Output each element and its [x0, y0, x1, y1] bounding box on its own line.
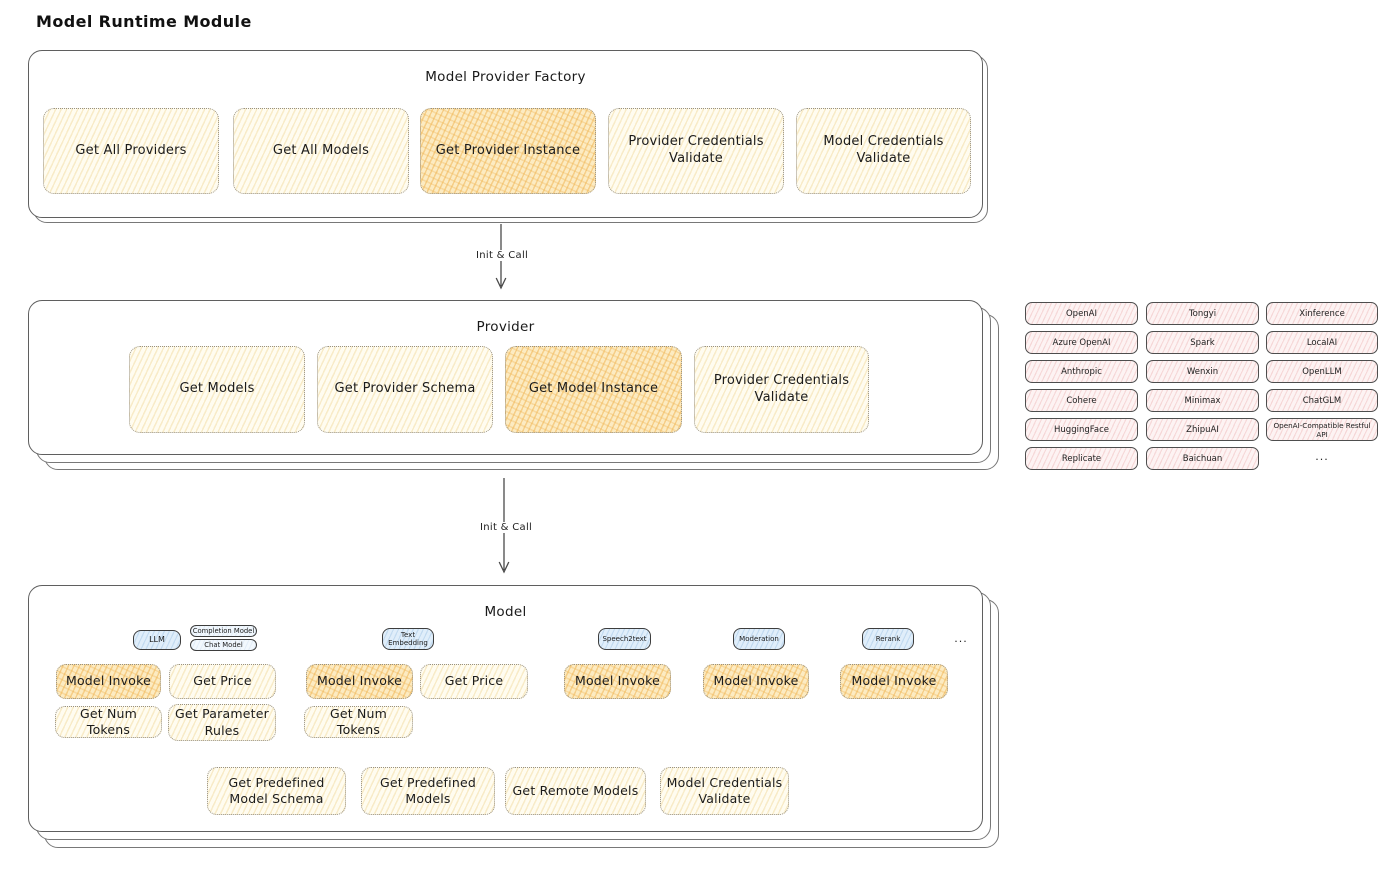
llm-model-invoke-node: Model Invoke — [56, 664, 161, 699]
provider-pill-wenxin: Wenxin — [1146, 360, 1259, 383]
llm-get-parameter-rules-node: Get Parameter Rules — [168, 704, 276, 741]
arrow-provider-to-model-label: Init & Call — [477, 522, 536, 533]
tag-moderation: Moderation — [733, 628, 785, 650]
provider-pill-localai: LocalAI — [1266, 331, 1378, 354]
provider-get-models-node: Get Models — [129, 346, 305, 433]
factory-panel: Model Provider Factory Get All Providers… — [28, 50, 983, 218]
arrow-factory-to-provider-label: Init & Call — [473, 250, 532, 261]
arrow-factory-to-provider — [494, 224, 508, 298]
provider-pill-openllm: OpenLLM — [1266, 360, 1378, 383]
model-panel-title: Model — [484, 604, 527, 620]
factory-panel-title: Model Provider Factory — [425, 69, 586, 85]
tag-speech2text: Speech2text — [598, 628, 651, 650]
factory-get-all-providers-node: Get All Providers — [43, 108, 219, 194]
model-credentials-validate-node: Model Credentials Validate — [660, 767, 789, 815]
factory-get-provider-instance-node: Get Provider Instance — [420, 108, 596, 194]
get-predefined-model-schema-node: Get Predefined Model Schema — [207, 767, 346, 815]
text-embedding-get-num-tokens-node: Get Num Tokens — [304, 706, 413, 738]
llm-get-num-tokens-node: Get Num Tokens — [55, 706, 162, 738]
provider-provider-credentials-validate-node: Provider Credentials Validate — [694, 346, 869, 433]
provider-pill-zhipuai: ZhipuAI — [1146, 418, 1259, 441]
page-title: Model Runtime Module — [36, 12, 252, 31]
rerank-model-invoke-node: Model Invoke — [840, 664, 948, 699]
speech2text-model-invoke-node: Model Invoke — [564, 664, 671, 699]
provider-pill-anthropic: Anthropic — [1025, 360, 1138, 383]
provider-pill-baichuan: Baichuan — [1146, 447, 1259, 470]
get-predefined-models-node: Get Predefined Models — [361, 767, 495, 815]
get-remote-models-node: Get Remote Models — [505, 767, 646, 815]
model-tags-more-indicator: ... — [954, 632, 968, 645]
provider-pill-azure-openai: Azure OpenAI — [1025, 331, 1138, 354]
provider-pill-huggingface: HuggingFace — [1025, 418, 1138, 441]
text-embedding-model-invoke-node: Model Invoke — [306, 664, 413, 699]
provider-pill-openai: OpenAI — [1025, 302, 1138, 325]
tag-text-embedding: Text Embedding — [382, 628, 434, 650]
moderation-model-invoke-node: Model Invoke — [703, 664, 809, 699]
llm-get-price-node: Get Price — [169, 664, 276, 699]
provider-pill-minimax: Minimax — [1146, 389, 1259, 412]
factory-model-credentials-validate-node: Model Credentials Validate — [796, 108, 971, 194]
provider-pill-cohere: Cohere — [1025, 389, 1138, 412]
provider-get-model-instance-node: Get Model Instance — [505, 346, 682, 433]
tag-chat-model: Chat Model — [190, 639, 257, 651]
provider-pill-replicate: Replicate — [1025, 447, 1138, 470]
factory-get-all-models-node: Get All Models — [233, 108, 409, 194]
provider-panel: Provider Get Models Get Provider Schema … — [28, 300, 983, 455]
factory-provider-credentials-validate-node: Provider Credentials Validate — [608, 108, 784, 194]
tag-llm: LLM — [133, 630, 181, 650]
provider-pill-chatglm: ChatGLM — [1266, 389, 1378, 412]
text-embedding-get-price-node: Get Price — [420, 664, 528, 699]
tag-rerank: Rerank — [862, 628, 914, 650]
provider-pill-openai-compatible: OpenAI-Compatible Restful API — [1266, 418, 1378, 441]
provider-list-more-indicator: ... — [1315, 450, 1329, 463]
provider-get-provider-schema-node: Get Provider Schema — [317, 346, 493, 433]
provider-pill-xinference: Xinference — [1266, 302, 1378, 325]
model-panel: Model LLM Completion Model Chat Model Te… — [28, 585, 983, 832]
provider-panel-title: Provider — [476, 319, 535, 335]
tag-completion-model: Completion Model — [190, 625, 257, 637]
provider-pill-spark: Spark — [1146, 331, 1259, 354]
provider-pill-tongyi: Tongyi — [1146, 302, 1259, 325]
